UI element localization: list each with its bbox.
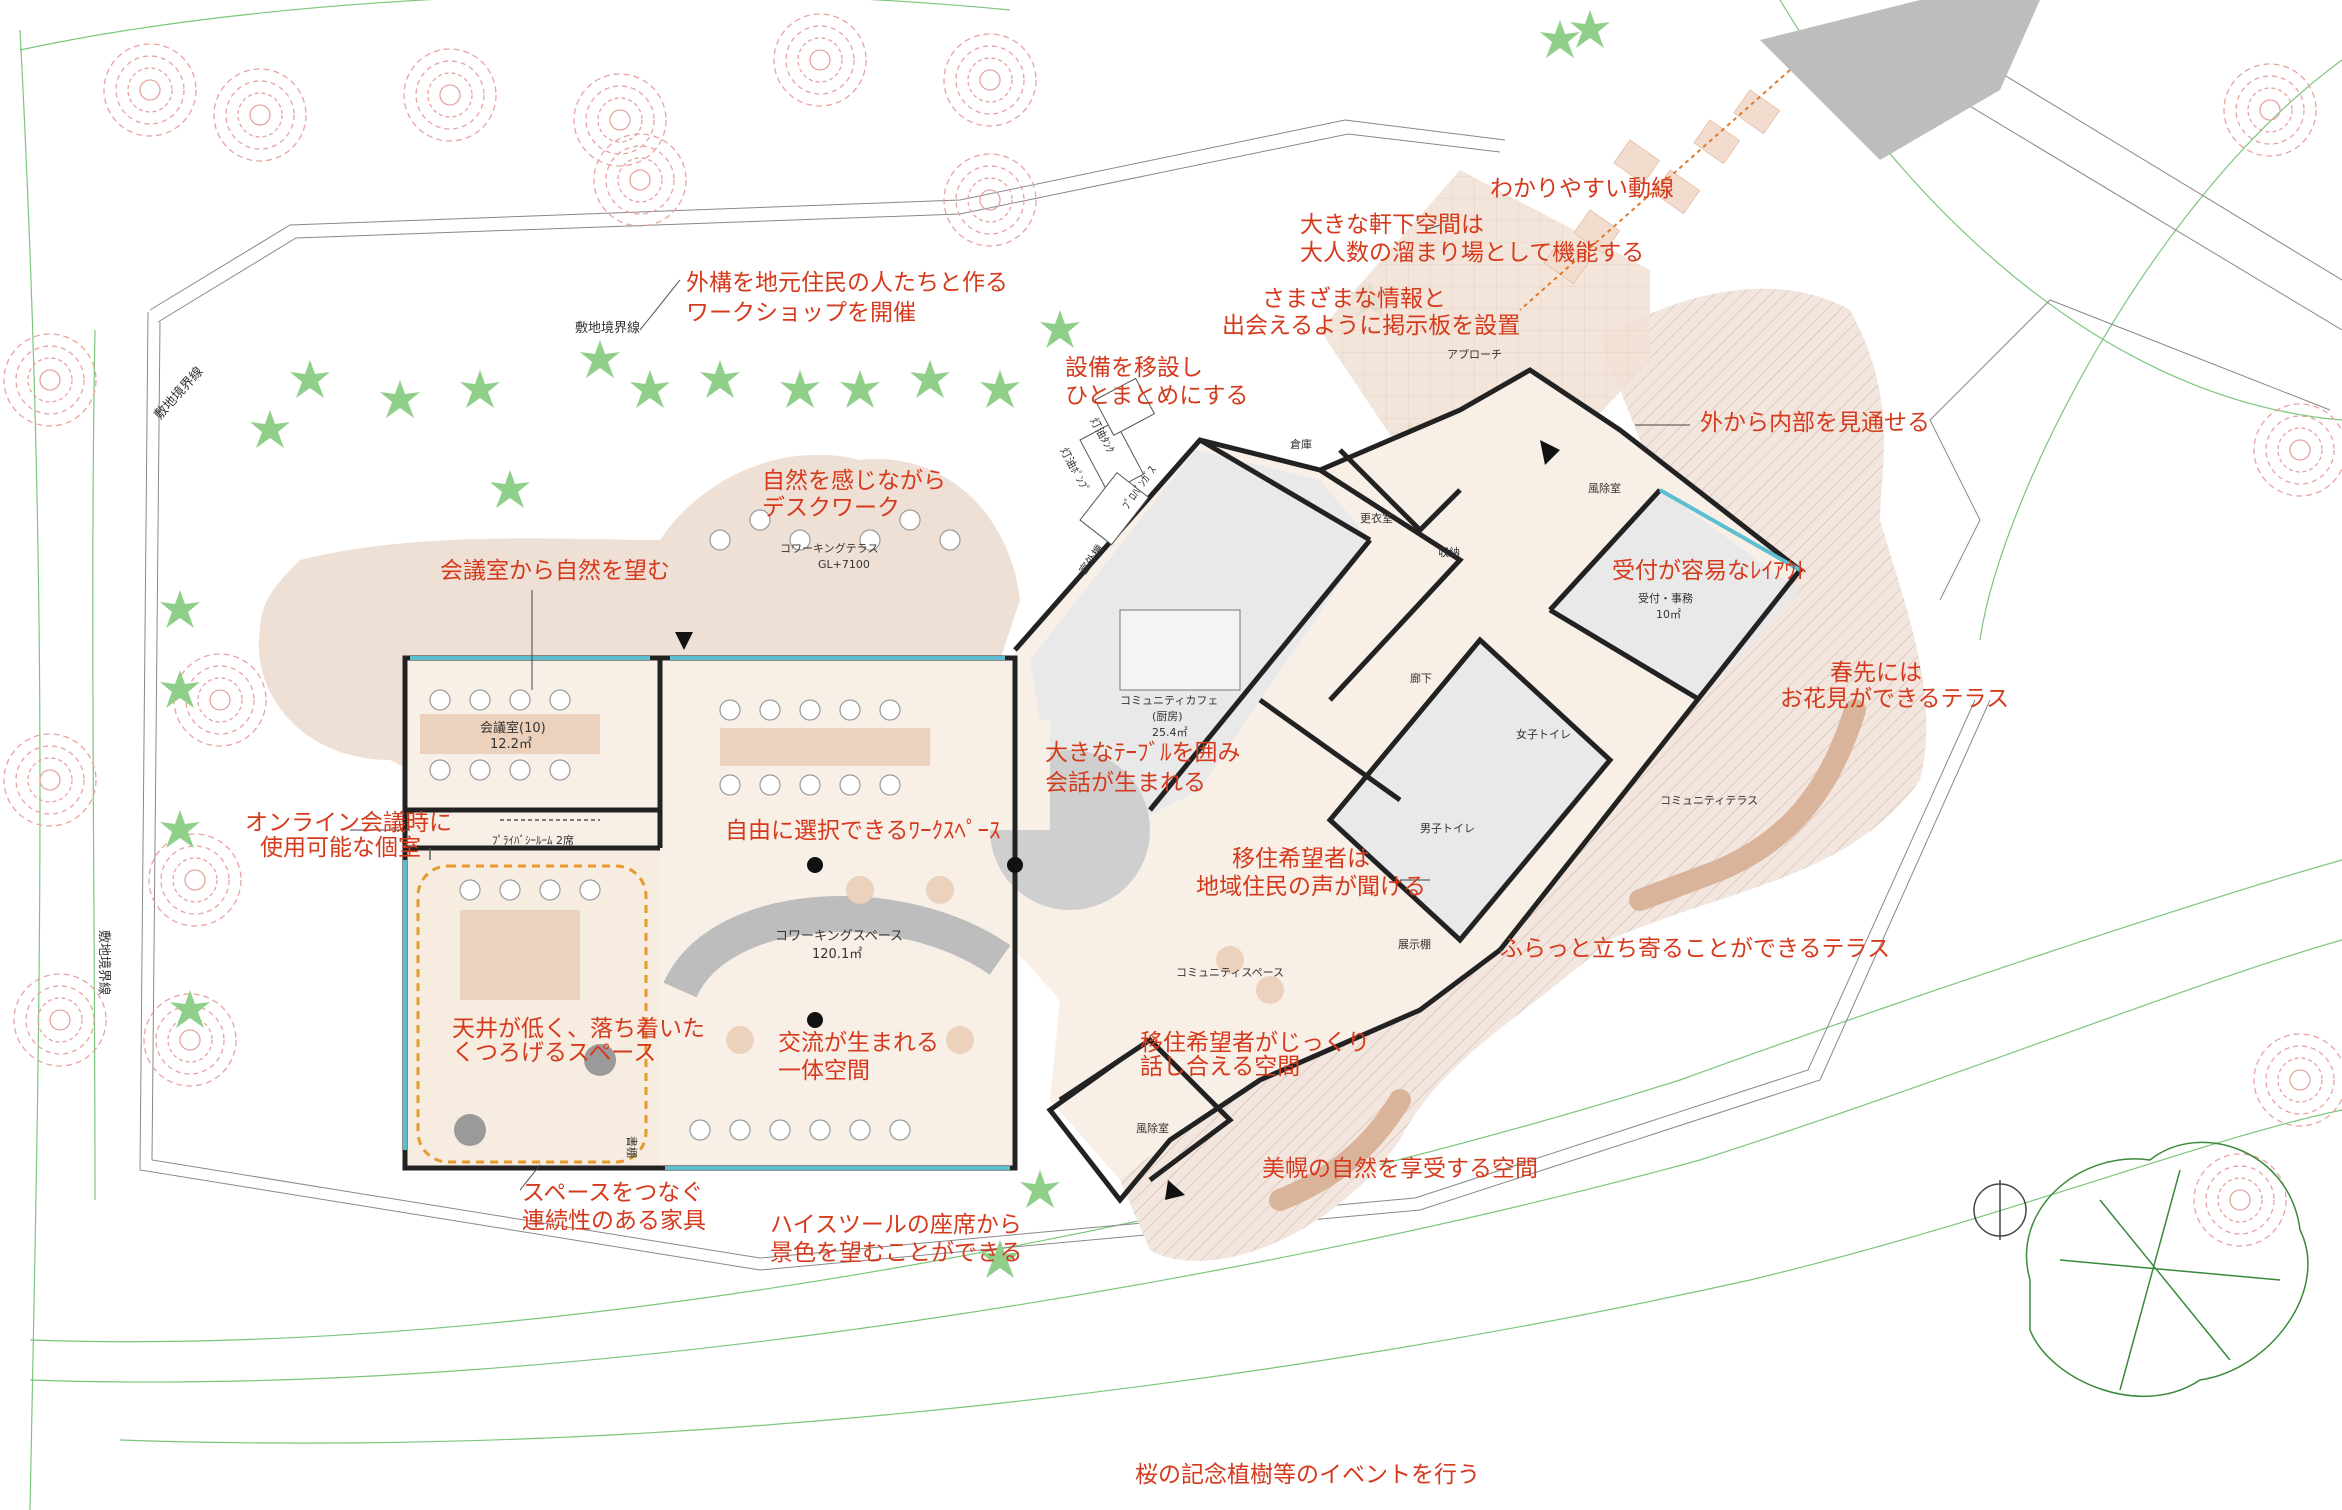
note-spring-2: お花見ができるテラス xyxy=(1780,686,2009,712)
label-community-space: コミュニティスペース xyxy=(1176,966,1284,979)
label-meeting-area: 12.2㎡ xyxy=(490,737,532,752)
note-online-2: 使用可能な個室 xyxy=(260,835,421,861)
note-equipment-2: ひとまとめにする xyxy=(1065,383,1249,409)
note-nature-desk-1: 自然を感じながら xyxy=(762,468,946,494)
label-community-terrace: コミュニティテラス xyxy=(1660,794,1758,807)
note-highstool-2: 景色を望むことができる xyxy=(770,1240,1023,1266)
core-mask xyxy=(990,720,1050,830)
wooden-stools xyxy=(726,876,1284,1054)
lounge-poufs xyxy=(454,1044,616,1146)
bench-south xyxy=(1269,1089,1411,1211)
meeting-table xyxy=(420,714,600,754)
note-dropin-terrace: ふらっと立ち寄ることができるテラス xyxy=(1500,936,1890,962)
note-exchange-1: 交流が生まれる xyxy=(778,1030,939,1056)
parking-area xyxy=(1760,0,2040,160)
note-migrants-1: 移住希望者は xyxy=(1232,846,1370,872)
label-display-shelf: 展示棚 xyxy=(1398,937,1431,951)
label-cafe-area: 25.4㎡ xyxy=(1152,726,1188,739)
label-reception-area: 10㎡ xyxy=(1656,608,1681,621)
note-see-through: 外から内部を見通せる xyxy=(1700,410,1930,436)
label-cafe-sub: (厨房) xyxy=(1152,710,1183,723)
lounge-table xyxy=(460,910,580,1000)
leader-lines xyxy=(350,224,1690,1191)
boundary-label-top: 敷地境界線 xyxy=(575,320,640,336)
note-reception-layout: 受付が容易なﾚｲｱｳﾄ xyxy=(1612,558,1808,584)
note-beauty: 美幌の自然を享受する空間 xyxy=(1262,1156,1538,1182)
label-approach: アプローチ xyxy=(1447,348,1502,361)
note-migrants-2: 地域住民の声が聞ける xyxy=(1196,874,1426,900)
label-cafe: コミュニティカフェ xyxy=(1120,694,1218,707)
label-terrace-level: GL+7100 xyxy=(818,558,870,571)
chairs xyxy=(429,509,961,1141)
note-sakura-event: 桜の記念植樹等のイベントを行う xyxy=(1135,1462,1480,1488)
note-workshop-1: 外構を地元住民の人たちと作る xyxy=(686,270,1008,296)
note-ceiling-2: くつろげるスペース xyxy=(452,1040,656,1066)
label-coworking-space: コワーキングスペース xyxy=(775,929,903,944)
annotations: 外構を地元住民の人たちと作る ワークショップを開催 自然を感じながら デスクワー… xyxy=(245,176,2009,1488)
cafe-long-table xyxy=(720,728,930,766)
cafe-island xyxy=(1119,609,1241,691)
note-highstool-1: ハイスツールの座席から xyxy=(770,1212,1022,1238)
label-windbreak-s: 風除室 xyxy=(1136,1121,1169,1135)
label-womens-wc: 女子トイレ xyxy=(1516,727,1571,741)
note-info-1: さまざまな情報と xyxy=(1262,285,1446,312)
entry-arrows xyxy=(675,440,1560,1200)
note-exchange-2: 一体空間 xyxy=(778,1058,870,1084)
note-online-1: オンライン会議時に xyxy=(245,810,452,836)
glazing xyxy=(403,488,1801,1170)
label-windbreak-n: 風除室 xyxy=(1588,481,1621,495)
label-corridor: 廊下 xyxy=(1410,671,1432,685)
label-coworking-terrace: コワーキングテラス xyxy=(780,541,878,555)
note-flow: わかりやすい動線 xyxy=(1490,176,1674,202)
note-eaves-1: 大きな軒下空間は xyxy=(1300,212,1484,238)
note-big-table-1: 大きなﾃｰﾌﾞﾙを囲み xyxy=(1045,740,1241,766)
lounge-dashed-zone xyxy=(416,864,648,1164)
label-reception: 受付・事務 xyxy=(1638,591,1693,605)
label-closet: 収納 xyxy=(1438,546,1460,559)
note-eaves-2: 大人数の溜まり場として機能する xyxy=(1300,240,1644,266)
label-storage: 倉庫 xyxy=(1290,437,1312,451)
large-tree-outline xyxy=(2025,1141,2309,1398)
note-nature-desk-2: デスクワーク xyxy=(762,495,900,521)
wc-zone xyxy=(1330,640,1610,940)
equipment xyxy=(1079,377,1156,546)
lounge-floor xyxy=(405,845,660,1165)
note-spring-1: 春先には xyxy=(1830,660,1922,686)
label-meeting-room: 会議室(10) xyxy=(480,720,546,736)
note-free-work: 自由に選択できるﾜｰｸｽﾍﾟｰｽ xyxy=(725,818,1001,844)
note-ceiling-1: 天井が低く、落ち着いた xyxy=(452,1016,705,1042)
note-workshop-2: ワークショップを開催 xyxy=(686,300,916,326)
label-mens-wc: 男子トイレ xyxy=(1420,822,1475,835)
note-big-table-2: 会話が生まれる xyxy=(1045,770,1206,796)
note-talk-1: 移住希望者がじっくり xyxy=(1140,1030,1370,1056)
note-talk-2: 話し合える空間 xyxy=(1140,1054,1300,1080)
note-furniture-1: スペースをつなぐ xyxy=(522,1180,703,1206)
label-private-room: ﾌﾟﾗｲﾊﾞｼｰﾙｰﾑ 2席 xyxy=(492,833,574,847)
coworking-curved-bench xyxy=(663,896,1011,999)
north-arrow xyxy=(1973,1180,2027,1240)
private-booth xyxy=(429,819,600,860)
boundary-label-west: 敷地境界線 xyxy=(96,930,112,995)
label-changing: 更衣室 xyxy=(1360,511,1393,525)
note-info-2: 出会えるように掲示板を設置 xyxy=(1222,313,1520,339)
note-furniture-2: 連続性のある家具 xyxy=(522,1208,706,1234)
terrace-bench xyxy=(1629,699,1866,911)
note-meeting-view: 会議室から自然を望む xyxy=(440,558,670,584)
paving-stones xyxy=(1543,89,1781,285)
label-book-shelf: 書棚 xyxy=(625,1136,639,1158)
label-coworking-area: 120.1㎡ xyxy=(812,947,862,962)
note-equipment-1: 設備を移設し xyxy=(1065,355,1203,381)
columns xyxy=(807,857,1023,1028)
